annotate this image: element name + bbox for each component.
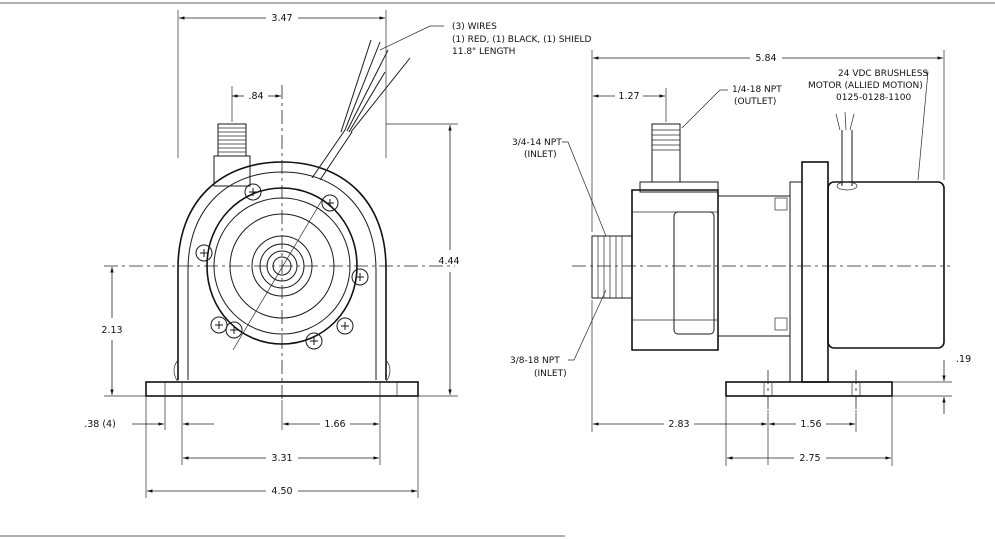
dim-inlet-to-hole: 2.83: [668, 419, 689, 430]
wires-label-3: 11.8" LENGTH: [452, 47, 515, 57]
dim-outlet-position: 1.27: [618, 91, 639, 102]
front-view: [104, 39, 455, 400]
dim-base-thickness: .19: [956, 354, 971, 365]
inlet-34-label-2: (INLET): [524, 150, 557, 160]
front-right-fillet: [385, 359, 391, 383]
outlet-label-2: (OUTLET): [734, 97, 776, 107]
pump-housing-inner: [187, 171, 377, 380]
motor-wire-ends: [835, 111, 855, 131]
dim-centerline-height: 2.13: [101, 325, 122, 336]
dim-overall-width: 3.47: [271, 13, 292, 24]
inlet-34-label-1: 3/4-14 NPT: [512, 138, 562, 148]
dim-hole-spacing: 3.31: [271, 453, 292, 464]
section-line: [232, 199, 323, 351]
inlet-34-leader: [562, 141, 607, 237]
front-outlet-boss: [213, 155, 251, 187]
screw-icon: [321, 194, 339, 212]
inlet-38-label-2: (INLET): [534, 369, 567, 379]
motor-label-1: 24 VDC BRUSHLESS: [838, 69, 928, 79]
inlet-ring-inner: [266, 250, 298, 282]
inlet-bore: [272, 256, 292, 276]
inlet-ring-outer: [251, 235, 313, 297]
side-outlet-fitting: [651, 123, 681, 183]
side-motor-body: [827, 181, 945, 349]
screw-icon: [305, 332, 323, 350]
wires-label-2: (1) RED, (1) BLACK, (1) SHIELD: [452, 35, 592, 45]
wires-label-1: (3) WIRES: [452, 22, 497, 32]
side-pump-head: [631, 189, 719, 351]
front-base-plate: [145, 381, 419, 397]
front-wires: [311, 39, 411, 181]
screw-icon: [225, 321, 243, 339]
screw-icon: [244, 183, 262, 201]
dim-side-base-length: 2.75: [799, 453, 820, 464]
pump-housing-outline: [177, 161, 387, 380]
dim-mount-hole: .38 (4): [84, 419, 116, 430]
volute-inner-ring: [213, 197, 351, 335]
front-dimensions: 3.47 .84 4.44 2.13 .38 (4) 1.66 3.31: [84, 10, 592, 498]
screw-icon: [210, 316, 228, 334]
impeller-housing: [229, 213, 335, 319]
outlet-label-1: 1/4-18 NPT: [732, 85, 782, 95]
side-flange-2: [801, 161, 829, 383]
side-bolt: [774, 317, 788, 331]
side-base-plate: [725, 381, 893, 397]
side-flange-1: [789, 181, 803, 383]
wires-leader: [379, 25, 444, 51]
dim-base-width: 4.50: [271, 486, 292, 497]
motor-label-3: 0125-0128-1100: [836, 93, 911, 103]
side-bolt: [774, 197, 788, 211]
screw-icon: [195, 244, 213, 262]
side-dimensions: 5.84 1.27 1/4-18 NPT (OUTLET) 24 VDC BRU…: [510, 50, 971, 466]
inlet-38-leader: [568, 289, 607, 361]
screw-icon: [351, 268, 369, 286]
side-outlet-threads: [652, 129, 680, 151]
front-outlet-threads: [218, 127, 246, 153]
inlet-38-label-1: 3/8-18 NPT: [510, 356, 560, 366]
motor-cable-gland: [836, 181, 858, 191]
motor-leader: [917, 71, 929, 181]
dim-side-hole-spacing: 1.56: [800, 419, 821, 430]
side-view: [572, 111, 950, 410]
side-head-rib: [673, 211, 715, 335]
front-screws: [195, 183, 369, 350]
front-left-fillet: [173, 359, 179, 383]
inlet-ring-mid: [259, 243, 305, 289]
side-inlet-threads: [597, 236, 623, 298]
screw-icon: [336, 317, 354, 335]
dim-outlet-offset: .84: [248, 91, 263, 102]
dim-overall-height: 4.44: [438, 256, 459, 267]
dim-center-to-hole: 1.66: [324, 419, 345, 430]
outlet-leader: [681, 89, 728, 129]
motor-label-2: MOTOR (ALLIED MOTION): [808, 81, 923, 91]
dim-overall-length: 5.84: [755, 53, 776, 64]
